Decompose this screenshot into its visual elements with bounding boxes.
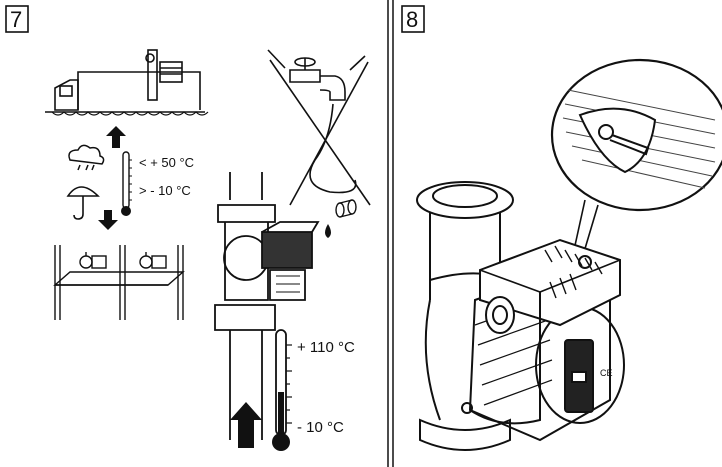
panel-divider [387, 0, 394, 467]
shelf-icon [53, 245, 185, 320]
panel-8-number: 8 [406, 7, 418, 32]
panel-7-number-box [5, 5, 29, 33]
cloud-rain-icon [68, 144, 105, 171]
panel-8: 8 [401, 5, 722, 451]
panel-8-number-box [401, 5, 425, 33]
panel-7-number: 7 [10, 7, 22, 32]
arrow-down-icon [98, 210, 118, 230]
storage-temp-min-label: > - 10 °C [139, 183, 191, 198]
thermometer-icon [121, 151, 132, 216]
panel-7: 7 [5, 5, 371, 451]
water-drop-icon [325, 224, 331, 238]
storage-temp-max-label: < + 50 °C [139, 155, 194, 170]
pump-icon [214, 172, 320, 440]
nameplate-mark: CE [600, 368, 613, 378]
pump-icon [416, 181, 625, 451]
umbrella-icon [66, 186, 100, 220]
magnifier-callout-icon [550, 58, 722, 253]
key-icon [598, 124, 650, 156]
cylinder-part [335, 199, 357, 218]
faucet-icon [267, 49, 371, 206]
thermometer-icon [272, 329, 292, 451]
operating-temp-min-label: - 10 °C [297, 419, 344, 436]
arrow-up-icon [106, 126, 126, 148]
operating-temp-max-label: + 110 °C [297, 339, 355, 356]
truck-icon [45, 49, 209, 116]
flow-arrow-icon [230, 402, 262, 448]
